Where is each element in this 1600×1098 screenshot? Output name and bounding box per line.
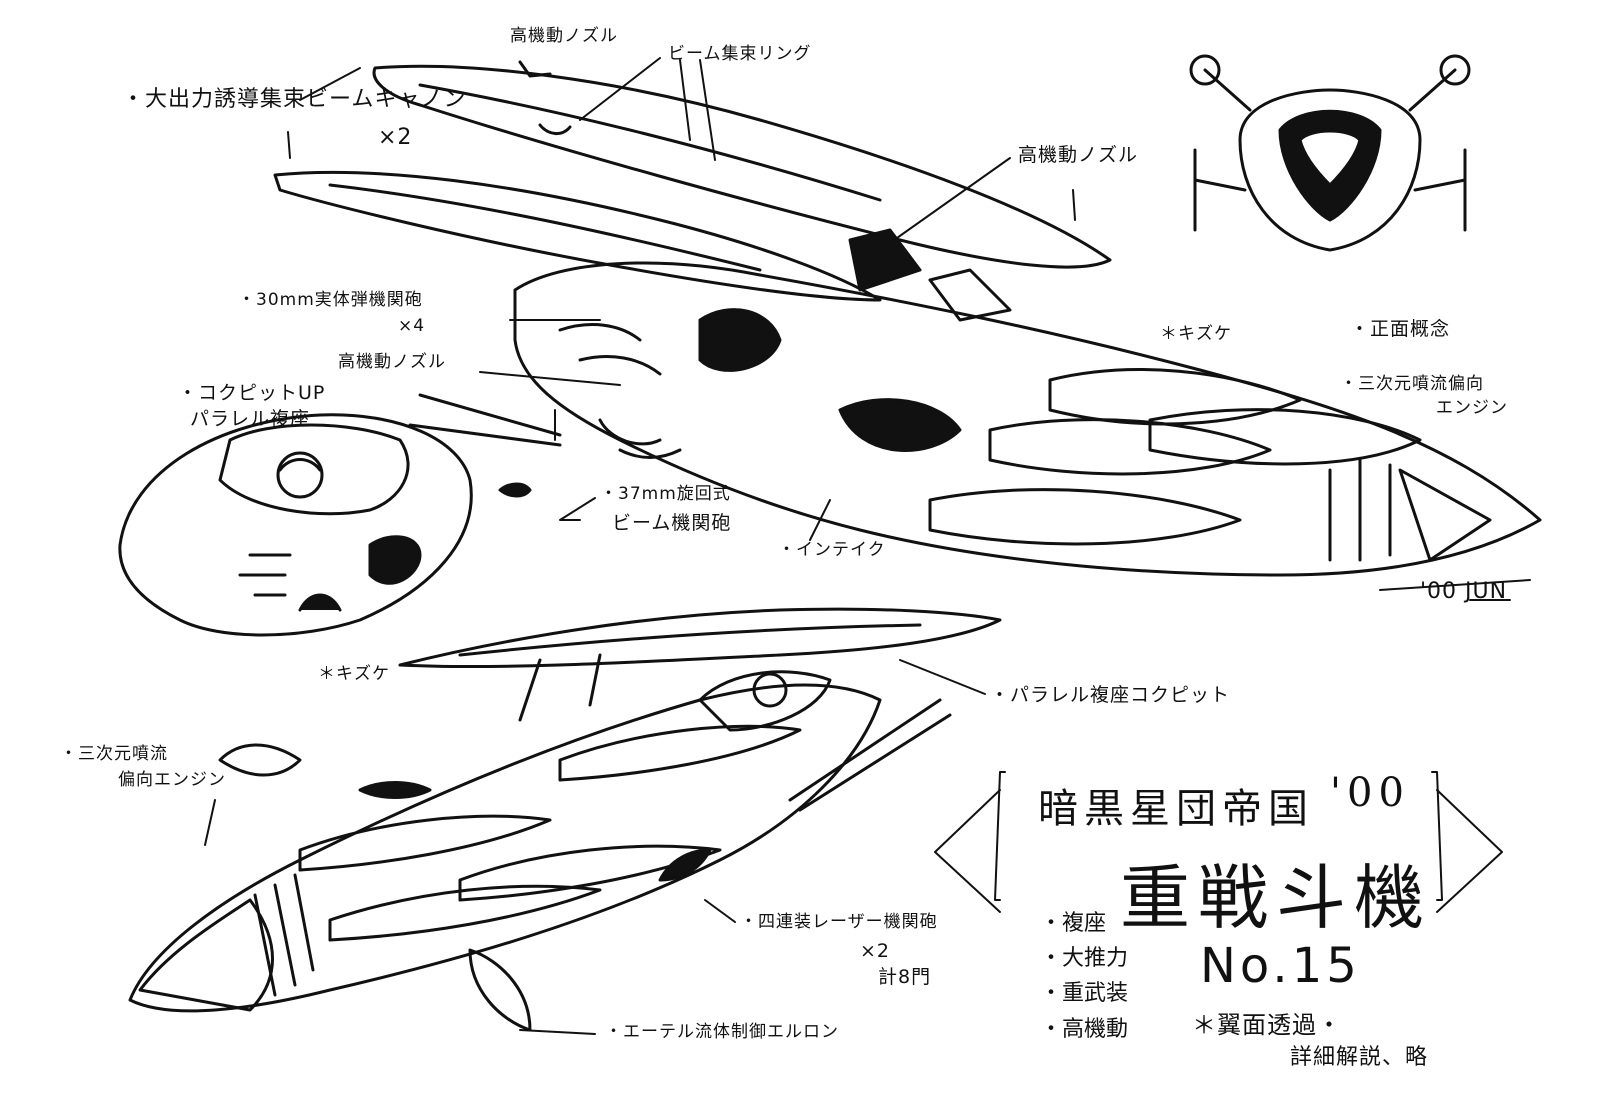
label-quad-laser-count: ×2 [860,940,891,962]
label-beam-cannon-count: ×2 [378,125,413,150]
title-empire-name: 暗黒星団帝国 [1038,786,1314,832]
feature-item: ・大推力 [1040,946,1129,972]
feature-list: ・複座 ・大推力 ・重武装 ・高機動 [1040,906,1128,1047]
label-high-maneuver-nozzle-top: 高機動ノズル [510,26,618,46]
label-star-mark-lower: ＊キズケ [318,664,390,684]
label-high-maneuver-nozzle-mid: 高機動ノズル [338,352,446,372]
footnote-wing-transparency: ＊翼面透過・ [1192,1011,1342,1039]
title-number: No.15 [1200,938,1361,994]
label-engine-right: エンジン [1436,398,1508,418]
title-year: '00 [1330,770,1410,816]
label-beam-focus-ring: ビーム集束リング [668,44,812,64]
upper-craft-drawing [118,60,1542,637]
label-cockpit-up: ・コクピットUP [178,382,326,404]
label-37mm-cannon: ・37mm旋回式 [600,484,731,504]
label-vector-engine-left: 偏向エンジン [118,770,226,790]
leader-lines [204,57,1531,1035]
artist-signature: '00 JUN [1420,579,1508,604]
label-front-view: ・正面概念 [1350,318,1451,340]
label-37mm-beam-gun: ビーム機関砲 [612,512,732,534]
label-cockpit-parallel: パラレル複座 [190,408,311,430]
label-30mm-cannon: ・30mm実体弾機関砲 [238,290,423,310]
label-parallel-cockpit: ・パラレル複座コクピット [990,684,1231,706]
label-beam-cannon: ・大出力誘導集束ビームキャノン [122,87,467,112]
feature-item: ・重武装 [1040,981,1129,1007]
label-quad-laser-total: 計8門 [878,966,932,988]
label-high-maneuver-nozzle-right: 高機動ノズル [1018,144,1139,166]
front-view-drawing [1189,54,1471,252]
label-3d-thrust-engine-right: ・三次元噴流偏向 [1340,374,1484,394]
label-3d-thrust-engine-left: ・三次元噴流 [60,744,168,764]
label-star-mark-upper: ＊キズケ [1160,324,1232,344]
label-ether-aileron: ・エーテル流体制御エルロン [605,1022,839,1042]
title-heavy-fighter: 重戦斗機 [1120,857,1432,939]
footnote-details-omitted: 詳細解説、略 [1290,1045,1429,1070]
lower-craft-drawing [128,607,1002,1032]
feature-item: ・複座 [1040,911,1107,936]
label-30mm-cannon-count: ×4 [398,316,426,336]
label-quad-laser: ・四連装レーザー機関砲 [740,912,938,932]
feature-item: ・高機動 [1040,1016,1129,1042]
label-intake: ・インテイク [778,540,886,560]
